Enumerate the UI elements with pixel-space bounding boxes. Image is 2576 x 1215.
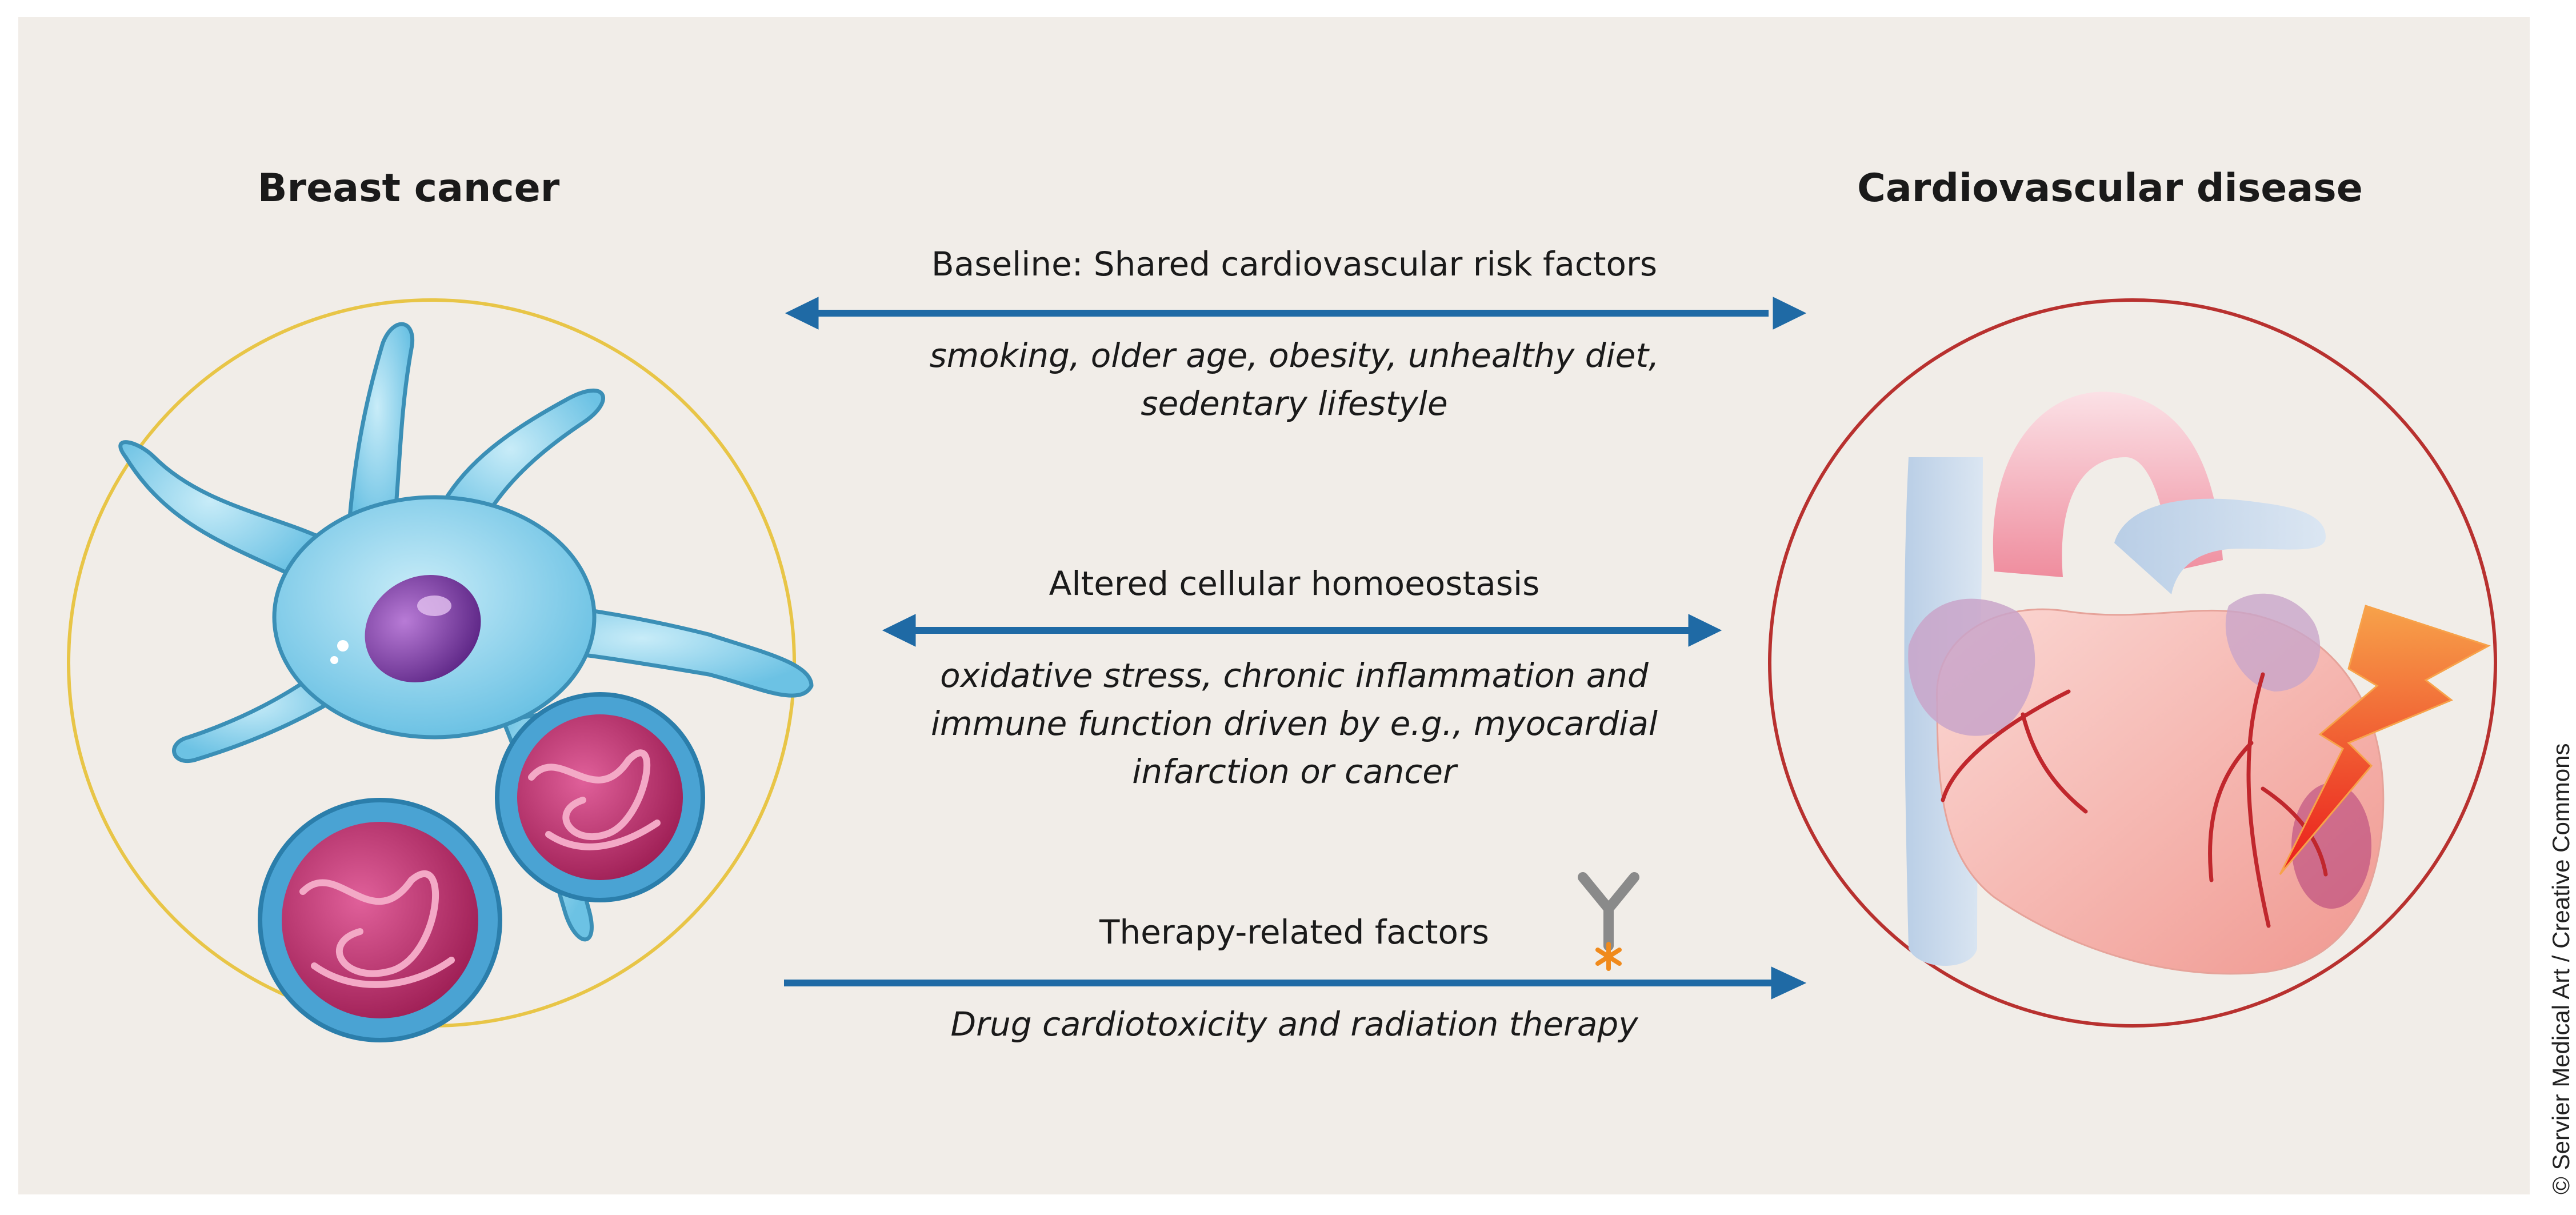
tumor-sphere — [258, 798, 502, 1042]
mechanism-examples-therapy: Drug cardiotoxicity and radiation therap… — [857, 1000, 1731, 1048]
example-line: oxidative stress, chronic inflammation a… — [940, 656, 1649, 695]
heart-icon — [1904, 391, 2385, 975]
example-line: Drug cardiotoxicity and radiation therap… — [950, 1005, 1638, 1044]
cardiovascular-disease-title: Cardiovascular disease — [1857, 166, 2363, 211]
arrow-therapy — [784, 966, 1807, 1000]
example-line: infarction or cancer — [1132, 752, 1457, 791]
mechanism-label-shared-risk: Baseline: Shared cardiovascular risk fac… — [931, 245, 1658, 283]
mechanism-examples-shared-risk: smoking, older age, obesity, unhealthy d… — [857, 331, 1731, 427]
cancer-cell-icon — [118, 322, 814, 1042]
example-line: sedentary lifestyle — [1141, 384, 1448, 423]
breast-cancer-title: Breast cancer — [257, 166, 560, 211]
lightning-icon — [2279, 605, 2491, 875]
mechanism-examples-homoeostasis: oxidative stress, chronic inflammation a… — [857, 652, 1731, 796]
tumor-sphere — [495, 692, 705, 902]
antibody-icon — [1578, 872, 1639, 971]
arrow-shared-risk — [785, 297, 1807, 330]
credit-line: © Servier Medical Art / Creative Commons — [2547, 743, 2574, 1194]
arrow-homoeostasis — [882, 614, 1722, 647]
example-line: immune function driven by e.g., myocardi… — [930, 704, 1658, 743]
example-line: smoking, older age, obesity, unhealthy d… — [929, 336, 1659, 375]
cvd-circle — [1768, 298, 2497, 1028]
mechanism-label-therapy: Therapy-related factors — [1099, 913, 1490, 952]
mechanism-label-homoeostasis: Altered cellular homoeostasis — [1049, 564, 1540, 603]
